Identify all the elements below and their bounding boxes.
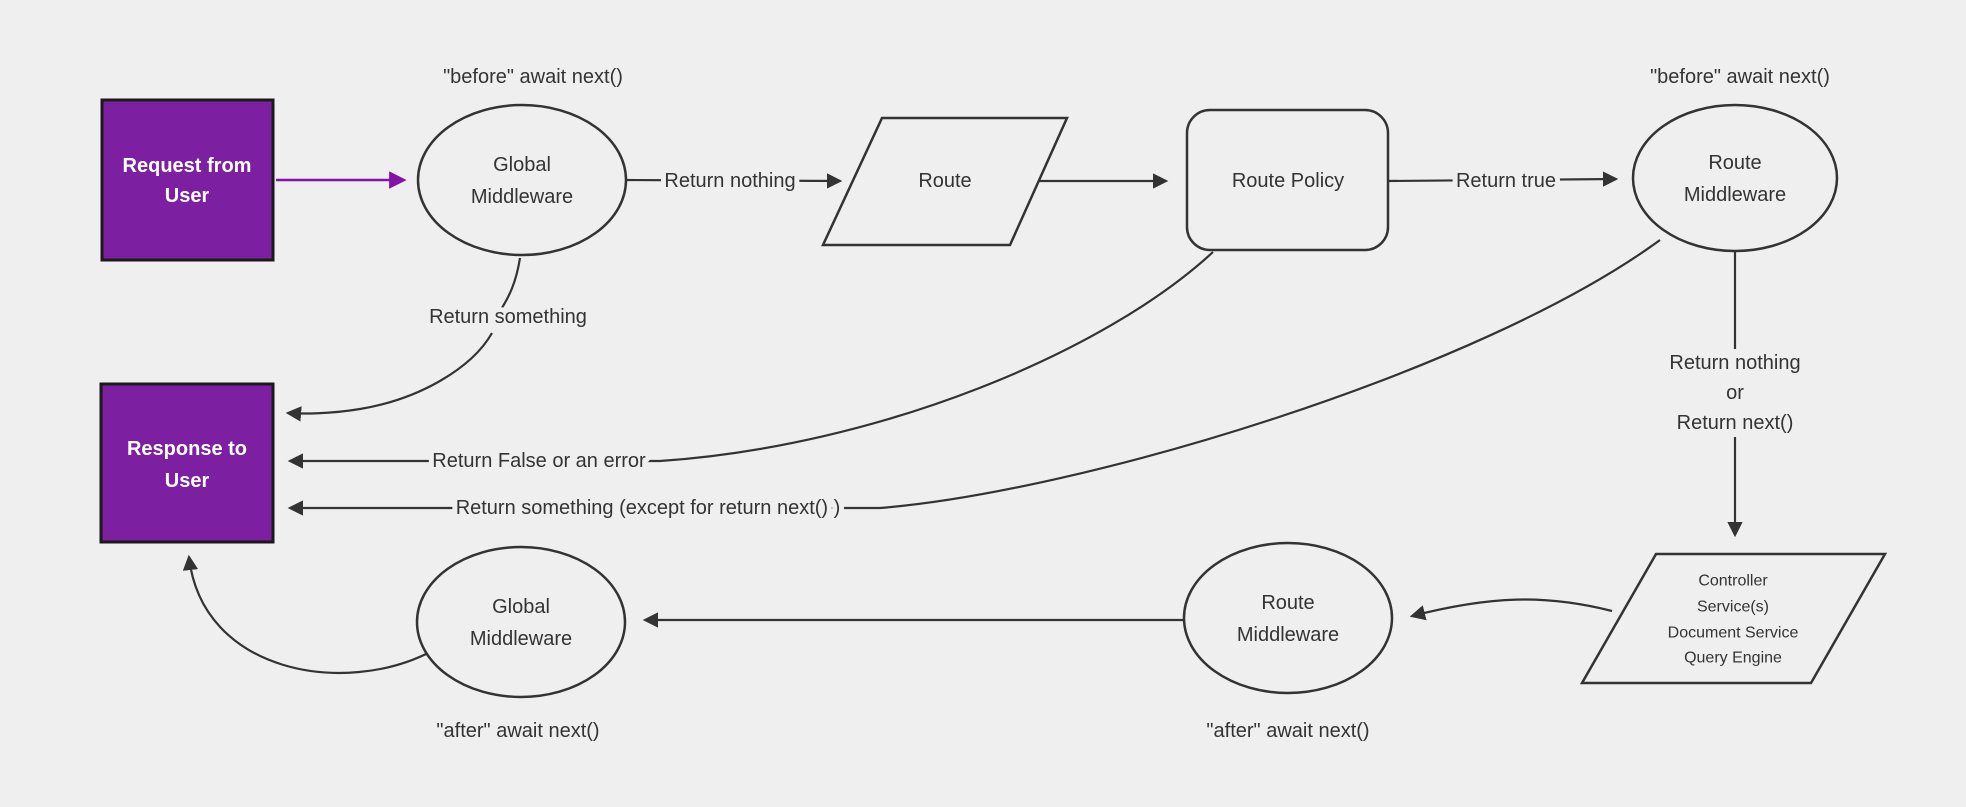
- edges-layer: [182, 171, 1743, 675]
- label-return-nothing-or-return-next: Return nothing or Return next(): [1664, 347, 1805, 439]
- edge-return-something-lower: [285, 332, 493, 422]
- label-return-nothing-or-line2: or: [1726, 382, 1744, 404]
- label-before-await-next-right: "before" await next(): [1650, 66, 1830, 88]
- label-return-nothing: Return nothing: [664, 170, 795, 192]
- label-return-false-or-error: Return False or an error: [432, 450, 646, 472]
- label-return-something-except: Return something (except for return next…: [456, 497, 841, 519]
- node-request-from-user: Request from User: [100, 98, 275, 262]
- node-route: Route: [821, 116, 1069, 247]
- route-middleware-bottom-ellipse: [1182, 541, 1394, 695]
- controller-label-line1: Controller: [1698, 573, 1768, 590]
- route-parallelogram: [821, 116, 1069, 247]
- nodes-layer: Request from User Global Middleware Rout…: [99, 98, 1888, 699]
- node-route-policy: Route Policy: [1185, 108, 1390, 252]
- node-route-middleware-bottom: Route Middleware: [1182, 541, 1394, 695]
- edge-global-middleware-bottom-to-response: [182, 554, 433, 675]
- controller-label-line2: Service(s): [1697, 599, 1769, 616]
- request-from-user-label-line2: User: [165, 185, 210, 207]
- response-to-user-label-line1: Response to: [127, 438, 247, 460]
- label-after-await-next-left: "after" await next(): [436, 720, 599, 742]
- node-controller-services: Controller Service(s) Document Service Q…: [1579, 552, 1888, 685]
- route-policy-label: Route Policy: [1232, 170, 1344, 192]
- node-global-middleware-top: Global Middleware: [416, 103, 628, 257]
- node-global-middleware-bottom: Global Middleware: [415, 545, 627, 699]
- response-to-user-label-line2: User: [165, 470, 210, 492]
- edge-return-false-or-error: [287, 251, 1214, 469]
- route-label: Route: [918, 170, 971, 192]
- label-return-nothing-or-line3: Return next(): [1677, 412, 1794, 434]
- controller-parallelogram: [1579, 552, 1888, 685]
- node-route-middleware-top: Route Middleware: [1631, 103, 1839, 253]
- controller-label-line3: Document Service: [1668, 625, 1799, 642]
- route-middleware-bottom-label-line2: Middleware: [1237, 624, 1339, 646]
- label-after-await-next-right: "after" await next(): [1206, 720, 1369, 742]
- edge-route-policy-to-route-middleware: [1387, 171, 1619, 187]
- edge-return-something-upper: [499, 257, 522, 312]
- request-from-user-label-line1: Request from: [123, 155, 252, 177]
- label-return-something: Return something: [429, 306, 587, 328]
- label-return-nothing-or-line1: Return nothing: [1669, 352, 1800, 374]
- response-to-user-box: [99, 382, 275, 544]
- global-middleware-bottom-ellipse: [415, 545, 627, 699]
- request-from-user-box: [100, 98, 275, 262]
- global-middleware-top-ellipse: [416, 103, 628, 257]
- label-return-true: Return true: [1456, 170, 1556, 192]
- route-policy-rect: [1185, 108, 1390, 252]
- controller-label-line4: Query Engine: [1684, 650, 1782, 667]
- edge-global-middleware-to-route: [625, 173, 843, 189]
- label-before-await-next-left: "before" await next(): [443, 66, 623, 88]
- edge-labels-layer: "before" await next() "before" await nex…: [424, 61, 1835, 747]
- route-middleware-bottom-label-line1: Route: [1261, 592, 1314, 614]
- route-middleware-top-label-line1: Route: [1708, 152, 1761, 174]
- edge-return-something-except: [287, 239, 1661, 516]
- global-middleware-bottom-label-line2: Middleware: [470, 628, 572, 650]
- edge-controller-to-route-middleware-bottom: [1409, 598, 1613, 621]
- global-middleware-top-label-line1: Global: [493, 154, 551, 176]
- global-middleware-bottom-label-line1: Global: [492, 596, 550, 618]
- global-middleware-top-label-line2: Middleware: [471, 186, 573, 208]
- node-response-to-user: Response to User: [99, 382, 275, 544]
- route-middleware-top-label-line2: Middleware: [1684, 184, 1786, 206]
- route-middleware-top-ellipse: [1631, 103, 1839, 253]
